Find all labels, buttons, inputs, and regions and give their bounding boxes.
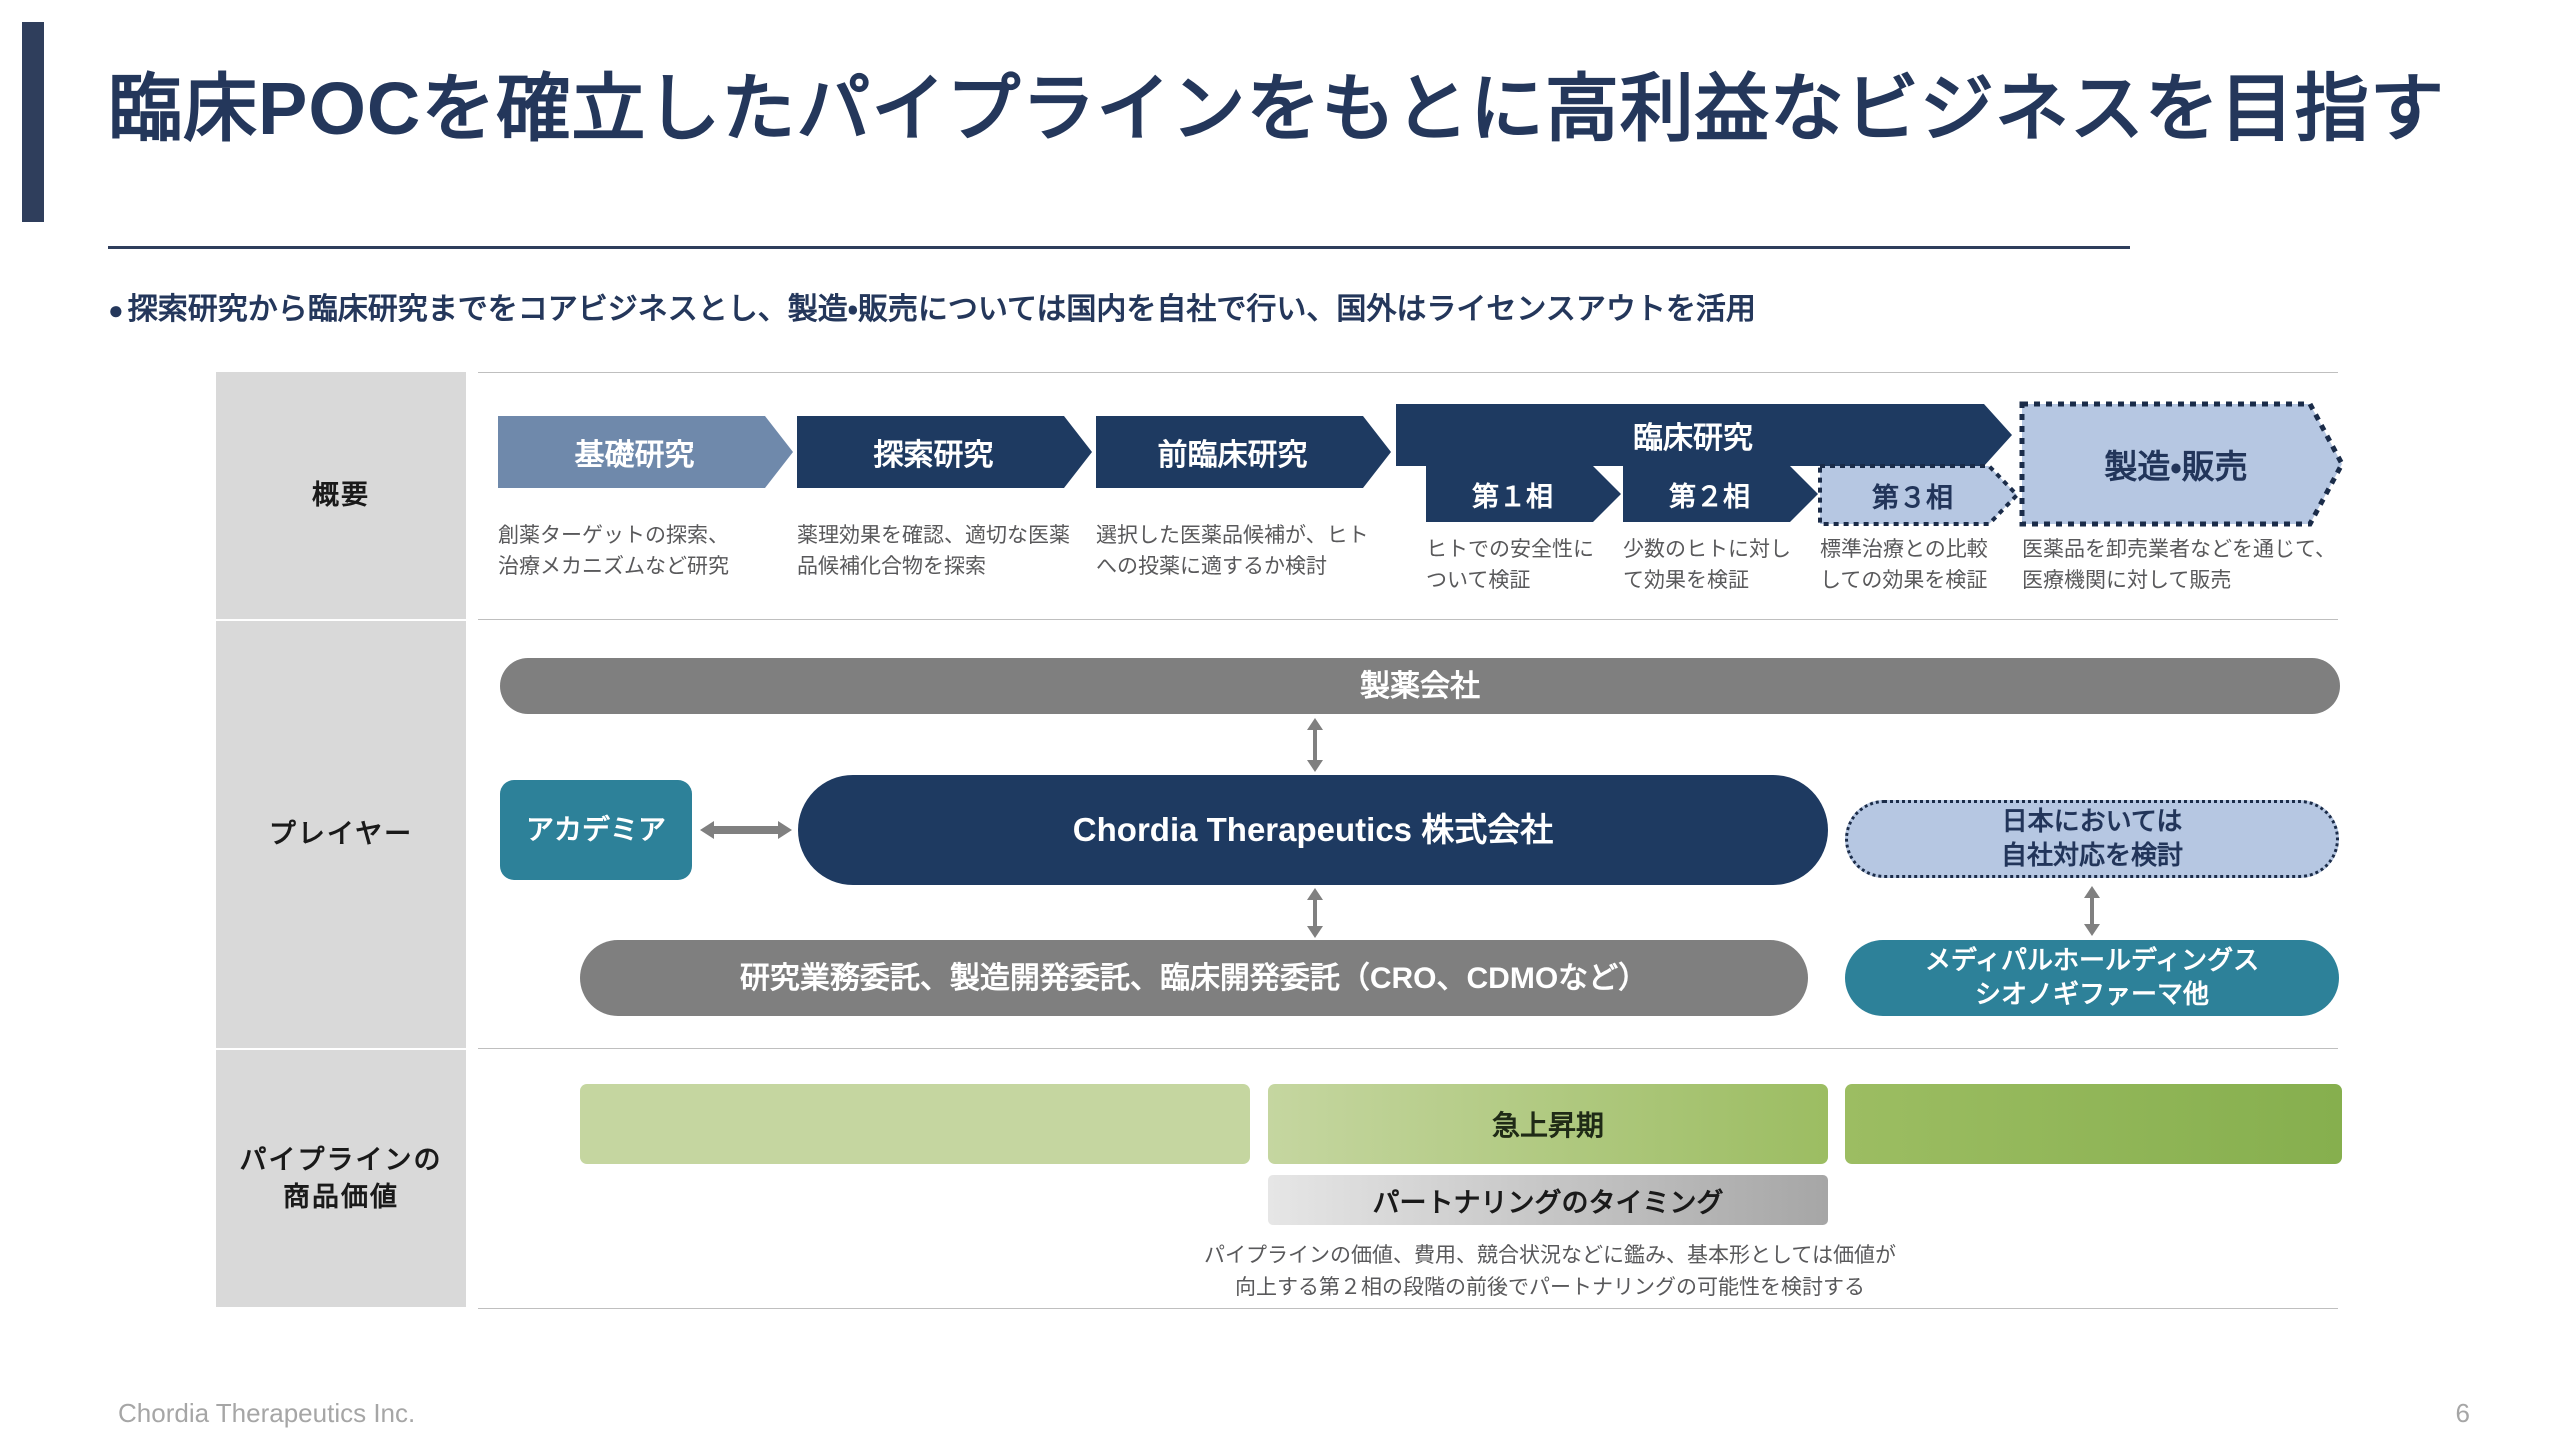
player-pharma-company[interactable]: 製薬会社 [500,658,2340,714]
stage-arrow-preclinical-research[interactable]: 前臨床研究 [1096,416,1391,488]
player-outsourcing-cro-cdmo[interactable]: 研究業務委託、製造開発委託、臨床開発委託（CRO、CDMOなど） [580,940,1808,1016]
partnering-timing-label: パートナリングのタイミング [1372,1187,1724,1218]
partnering-timing-note: パイプラインの価値、費用、競合状況などに鑑み、基本形としては価値が 向上する第２… [1204,1244,1896,1299]
value-bar-rapid-rise[interactable]: 急上昇期 [1268,1084,1828,1164]
player-label: アカデミア [525,813,666,845]
subtitle-text: 探索研究から臨床研究までをコアビジネスとし、製造・販売については国内を自社で行い… [127,293,1756,326]
subtitle-line: ●探索研究から臨床研究までをコアビジネスとし、製造・販売については国内を自社で行… [108,284,1756,328]
phase-arrow-1[interactable]: 第１相 [1426,466,1621,522]
phase-description: 少数のヒトに対し て効果を検証 [1623,538,1791,593]
phase-arrow-3[interactable]: 第３相 [1818,464,2020,526]
grid-rule-2 [478,619,2338,620]
stage-label: 製造・販売 [2104,448,2248,485]
stage-arrow-exploratory-research[interactable]: 探索研究 [797,416,1092,488]
connector-pharma-chordia [1304,718,1326,772]
stage-description: 創薬ターゲットの探索、 治療メカニズムなど研究 [498,524,729,579]
player-distributors[interactable]: メディパルホールディングス シオノギファーマ他 [1845,940,2339,1016]
row-label-pipeline-value: パイプラインの 商品価値 [216,1050,466,1307]
partnering-timing-bar[interactable]: パートナリングのタイミング [1268,1175,1828,1225]
grid-rule-bottom [478,1308,2338,1309]
connector-academia-chordia [700,818,792,842]
value-bar-early[interactable] [580,1084,1250,1164]
stage-label: 基礎研究 [574,439,695,472]
phase-description: 標準治療との比較 しての効果を検証 [1820,538,1988,593]
stage-arrow-basic-research[interactable]: 基礎研究 [498,416,793,488]
player-label: 研究業務委託、製造開発委託、臨床開発委託（CRO、CDMOなど） [739,961,1649,995]
title-accent-bar [22,22,44,222]
grid-rule-top [478,372,2338,373]
stage-arrow-clinical-research[interactable]: 臨床研究 [1396,404,2012,466]
player-academia[interactable]: アカデミア [500,780,692,880]
page-title: 臨床POCを確立したパイプラインをもとに高利益なビジネスを目指す [108,67,2445,150]
footer-brand: Chordia Therapeutics Inc. [118,1398,416,1428]
value-bar-late[interactable] [1845,1084,2342,1164]
player-label: メディパルホールディングス シオノギファーマ他 [1924,945,2260,1009]
phase-label: 第１相 [1472,481,1553,512]
grid-rule-3 [478,1048,2338,1049]
player-japan-inhouse-note[interactable]: 日本においては 自社対応を検討 [1845,800,2339,878]
stage-description: 選択した医薬品候補が、ヒト への投薬に適するか検討 [1096,524,1369,579]
phase-label: 第２相 [1669,481,1750,512]
stage-label: 前臨床研究 [1157,439,1308,472]
connector-chordia-cro [1304,888,1326,938]
player-label: 製薬会社 [1360,669,1480,703]
stage-description: 薬理効果を確認、適切な医薬 品候補化合物を探索 [797,524,1070,579]
player-label: Chordia Therapeutics 株式会社 [1072,810,1554,848]
title-divider [108,246,2130,249]
row-label-player: プレイヤー [216,621,466,1048]
stage-description: 医薬品を卸売業者などを通じて、 医療機関に対して販売 [2022,538,2336,593]
stage-label: 探索研究 [873,439,994,472]
stage-label: 臨床研究 [1633,422,1753,455]
player-chordia-therapeutics[interactable]: Chordia Therapeutics 株式会社 [798,775,1828,885]
value-bar-label: 急上昇期 [1491,1110,1604,1141]
row-label-overview: 概要 [216,372,466,619]
phase-description: ヒトでの安全性に ついて検証 [1426,538,1594,593]
connector-japan-distributors [2081,886,2103,936]
player-label: 日本においては 自社対応を検討 [2000,806,2183,870]
footer-page-number: 6 [2455,1398,2470,1428]
phase-arrow-2[interactable]: 第２相 [1623,466,1818,522]
phase-label: 第３相 [1872,482,1953,513]
bullet-icon: ● [108,295,124,325]
stage-arrow-manufacturing-sales[interactable]: 製造・販売 [2019,401,2345,527]
